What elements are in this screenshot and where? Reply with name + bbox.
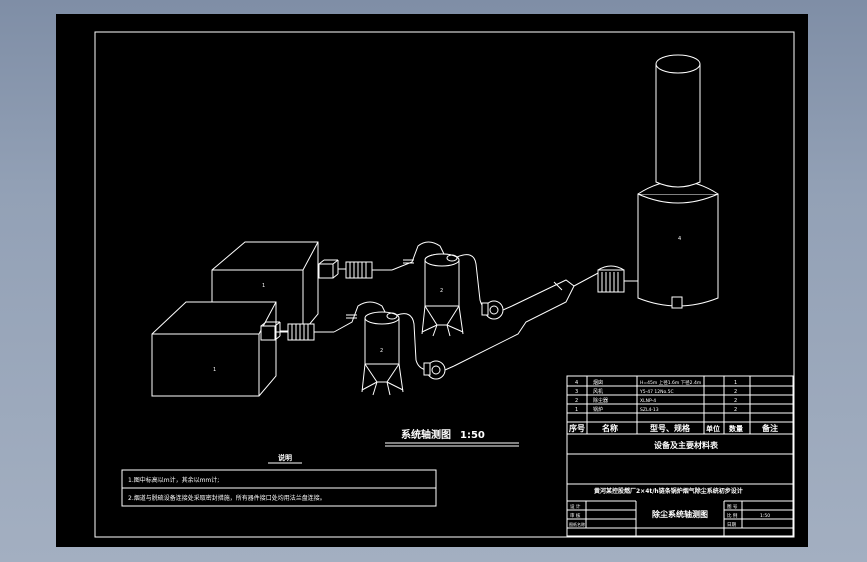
tb-right-label-3: 日期: [727, 522, 736, 528]
tb-right-label-2: 比 例: [727, 512, 738, 519]
bom-table: 4 烟囱 H=45m 上径1.6m 下径2.4m 1 3 风机 Y5-47 12…: [566, 375, 794, 435]
tb-scale-value: 1:50: [760, 513, 770, 519]
view-scale: 1:50: [460, 430, 485, 441]
project-title: 黄河某控股燃厂2×4t/h链条锅炉烟气除尘系统初步设计: [594, 487, 743, 495]
boiler-front-number: 1: [213, 367, 216, 373]
bom-row-3-spec: XLNP-4: [640, 398, 656, 404]
chimney-number: 4: [678, 236, 681, 242]
bom-row: 1 锅炉 SZL4-13 2: [575, 406, 737, 413]
bom-header-note: 备注: [761, 423, 778, 433]
flue-connector-back: [318, 259, 346, 279]
view-title: 系统轴测图 1:50: [385, 428, 519, 447]
bom-header-no: 序号: [569, 423, 585, 433]
bom-header-row: 序号 名称 型号、规格 单位 数量 备注: [569, 423, 778, 433]
chimney: 4: [637, 54, 719, 309]
bom-caption: 设备及主要材料表: [566, 433, 794, 455]
tb-left-label-3: 图纸名称: [569, 521, 585, 527]
flue-duct-back: [391, 241, 445, 271]
dust-collector-back: 2: [421, 253, 464, 337]
bom-row-4-name: 锅炉: [593, 406, 603, 413]
bom-row-2-qty: 2: [734, 389, 737, 395]
dust-collector-front: 2: [361, 311, 404, 396]
note-line-2: 2.烟道与脱硫设备连接处采取密封措施，所有器件接口处均用法兰盘连接。: [128, 494, 326, 502]
boiler-back-number: 1: [262, 283, 265, 289]
bom-row-4-qty: 2: [734, 407, 737, 413]
note-line-1: 1.图中标高以m计，其余以mm计;: [128, 476, 219, 484]
drawing-name: 除尘系统轴测图: [652, 509, 708, 519]
bom-row-1-spec: H=45m 上径1.6m 下径2.4m: [640, 379, 701, 386]
economizer-front: [287, 323, 334, 341]
tb-left-label-2: 审 核: [570, 512, 581, 519]
bom-row-2-name: 风机: [593, 388, 603, 395]
bom-row-3-no: 2: [575, 398, 578, 404]
bom-row-2-no: 3: [575, 389, 578, 395]
notes: 说明 1.图中标高以m计，其余以mm计; 2.烟道与脱硫设备连接处采取密封措施，…: [121, 453, 437, 507]
flue-connector-front: [260, 321, 288, 341]
bom-row-1-name: 烟囱: [593, 379, 603, 386]
notes-heading: 说明: [278, 453, 292, 462]
bom-header-qty: 数量: [729, 424, 743, 433]
bom-row-4-spec: SZL4-13: [640, 407, 659, 413]
title-block: 黄河某控股燃厂2×4t/h链条锅炉烟气除尘系统初步设计 除尘系统轴测图 设 计 …: [566, 453, 794, 537]
bom-row: 3 风机 Y5-47 12No.5C 2: [575, 388, 737, 395]
bom-row-4-no: 1: [575, 407, 578, 413]
bom-row-3-name: 除尘器: [593, 397, 608, 404]
bom-row-2-spec: Y5-47 12No.5C: [639, 389, 674, 395]
drawing-frame: [94, 31, 795, 538]
economizer-back: [345, 261, 392, 279]
fan-back: [481, 300, 513, 320]
dust-collector-back-number: 2: [440, 288, 443, 294]
bom-row: 4 烟囱 H=45m 上径1.6m 下径2.4m 1: [575, 379, 737, 386]
bom-header-unit: 单位: [706, 424, 720, 433]
flue-duct-front: [333, 301, 387, 333]
drawing-sheet: 1 1: [56, 14, 808, 547]
bom-caption-text: 设备及主要材料表: [654, 440, 719, 450]
view-title-text: 系统轴测图: [401, 428, 451, 441]
bom-row-1-no: 4: [575, 380, 578, 386]
bom-row-3-qty: 2: [734, 398, 737, 404]
tb-right-label-1: 图 号: [727, 504, 738, 510]
fan-front: [423, 360, 455, 380]
bom-row-1-qty: 1: [734, 380, 737, 386]
main-flue-duct: [453, 271, 601, 367]
dust-collector-front-number: 2: [380, 348, 383, 354]
bom-header-spec: 型号、规格: [650, 423, 691, 433]
bom-row: 2 除尘器 XLNP-4 2: [575, 397, 737, 404]
bom-header-name: 名称: [602, 423, 618, 433]
cad-drawing: 1 1: [94, 31, 795, 538]
tb-left-label-1: 设 计: [570, 503, 581, 510]
boiler-front: 1: [151, 301, 277, 397]
chimney-inlet-silencer: [597, 265, 638, 293]
